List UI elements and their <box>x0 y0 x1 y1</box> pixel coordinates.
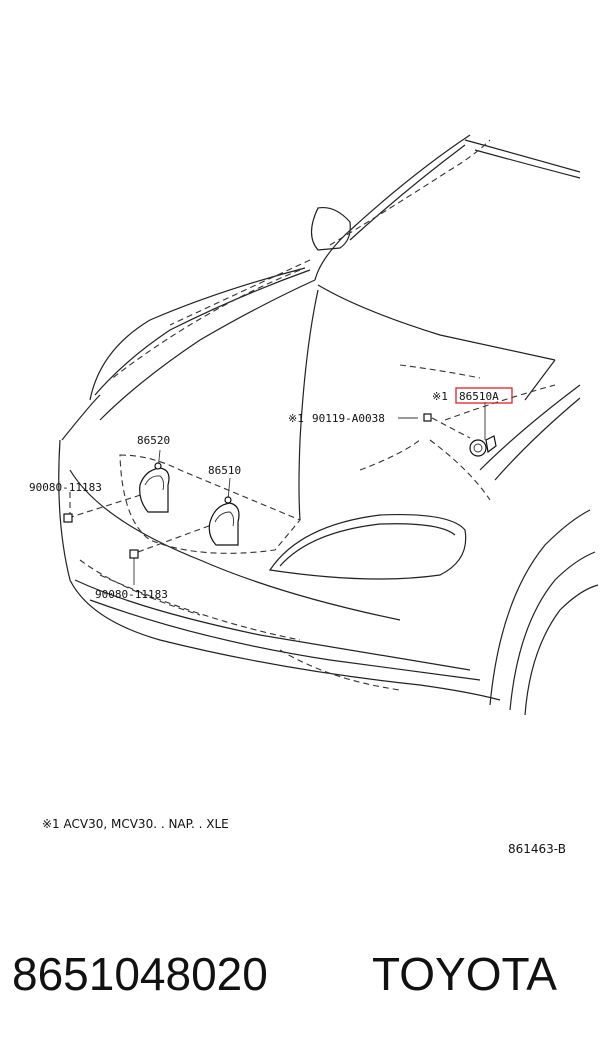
part-number: 8651048020 <box>12 948 268 1000</box>
label-86510[interactable]: 86510 <box>208 464 241 477</box>
car-outline <box>58 134 599 716</box>
horn-86510A <box>469 435 497 457</box>
label-86510A[interactable]: 86510A <box>459 390 499 403</box>
label-86520[interactable]: 86520 <box>137 434 170 447</box>
horn-86520 <box>139 462 170 513</box>
mark-1-top: ※1 <box>432 390 448 403</box>
highlight-box <box>455 387 513 404</box>
bolts <box>63 413 432 559</box>
label-90080-11183-top[interactable]: 90080-11183 <box>29 481 102 494</box>
mark-1-bolt: ※1 <box>288 412 304 425</box>
brand-name: TOYOTA <box>372 948 557 1000</box>
figure-code: 861463-B <box>508 842 566 856</box>
leader-lines <box>67 402 486 585</box>
label-90080-11183-bottom[interactable]: 90080-11183 <box>95 588 168 601</box>
footnote: ※1 ACV30, MCV30. . NAP. . XLE <box>42 817 229 831</box>
label-90119-a0038[interactable]: 90119-A0038 <box>312 412 385 425</box>
horn-86510 <box>208 496 240 546</box>
